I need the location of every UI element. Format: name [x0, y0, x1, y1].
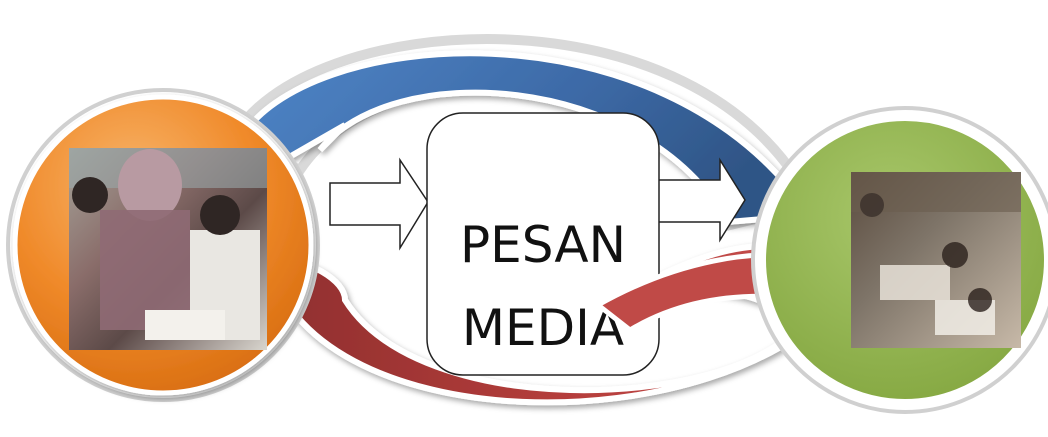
box-label-line1: PESAN: [460, 216, 626, 274]
outline-arrow-left: [329, 157, 429, 251]
outline-arrow-right: [656, 157, 746, 243]
box-label-line2: MEDIA: [462, 299, 624, 357]
sender-circle: [6, 88, 320, 402]
receiver-circle: [751, 106, 1048, 414]
center-message-box: PESAN MEDIA: [426, 112, 660, 376]
